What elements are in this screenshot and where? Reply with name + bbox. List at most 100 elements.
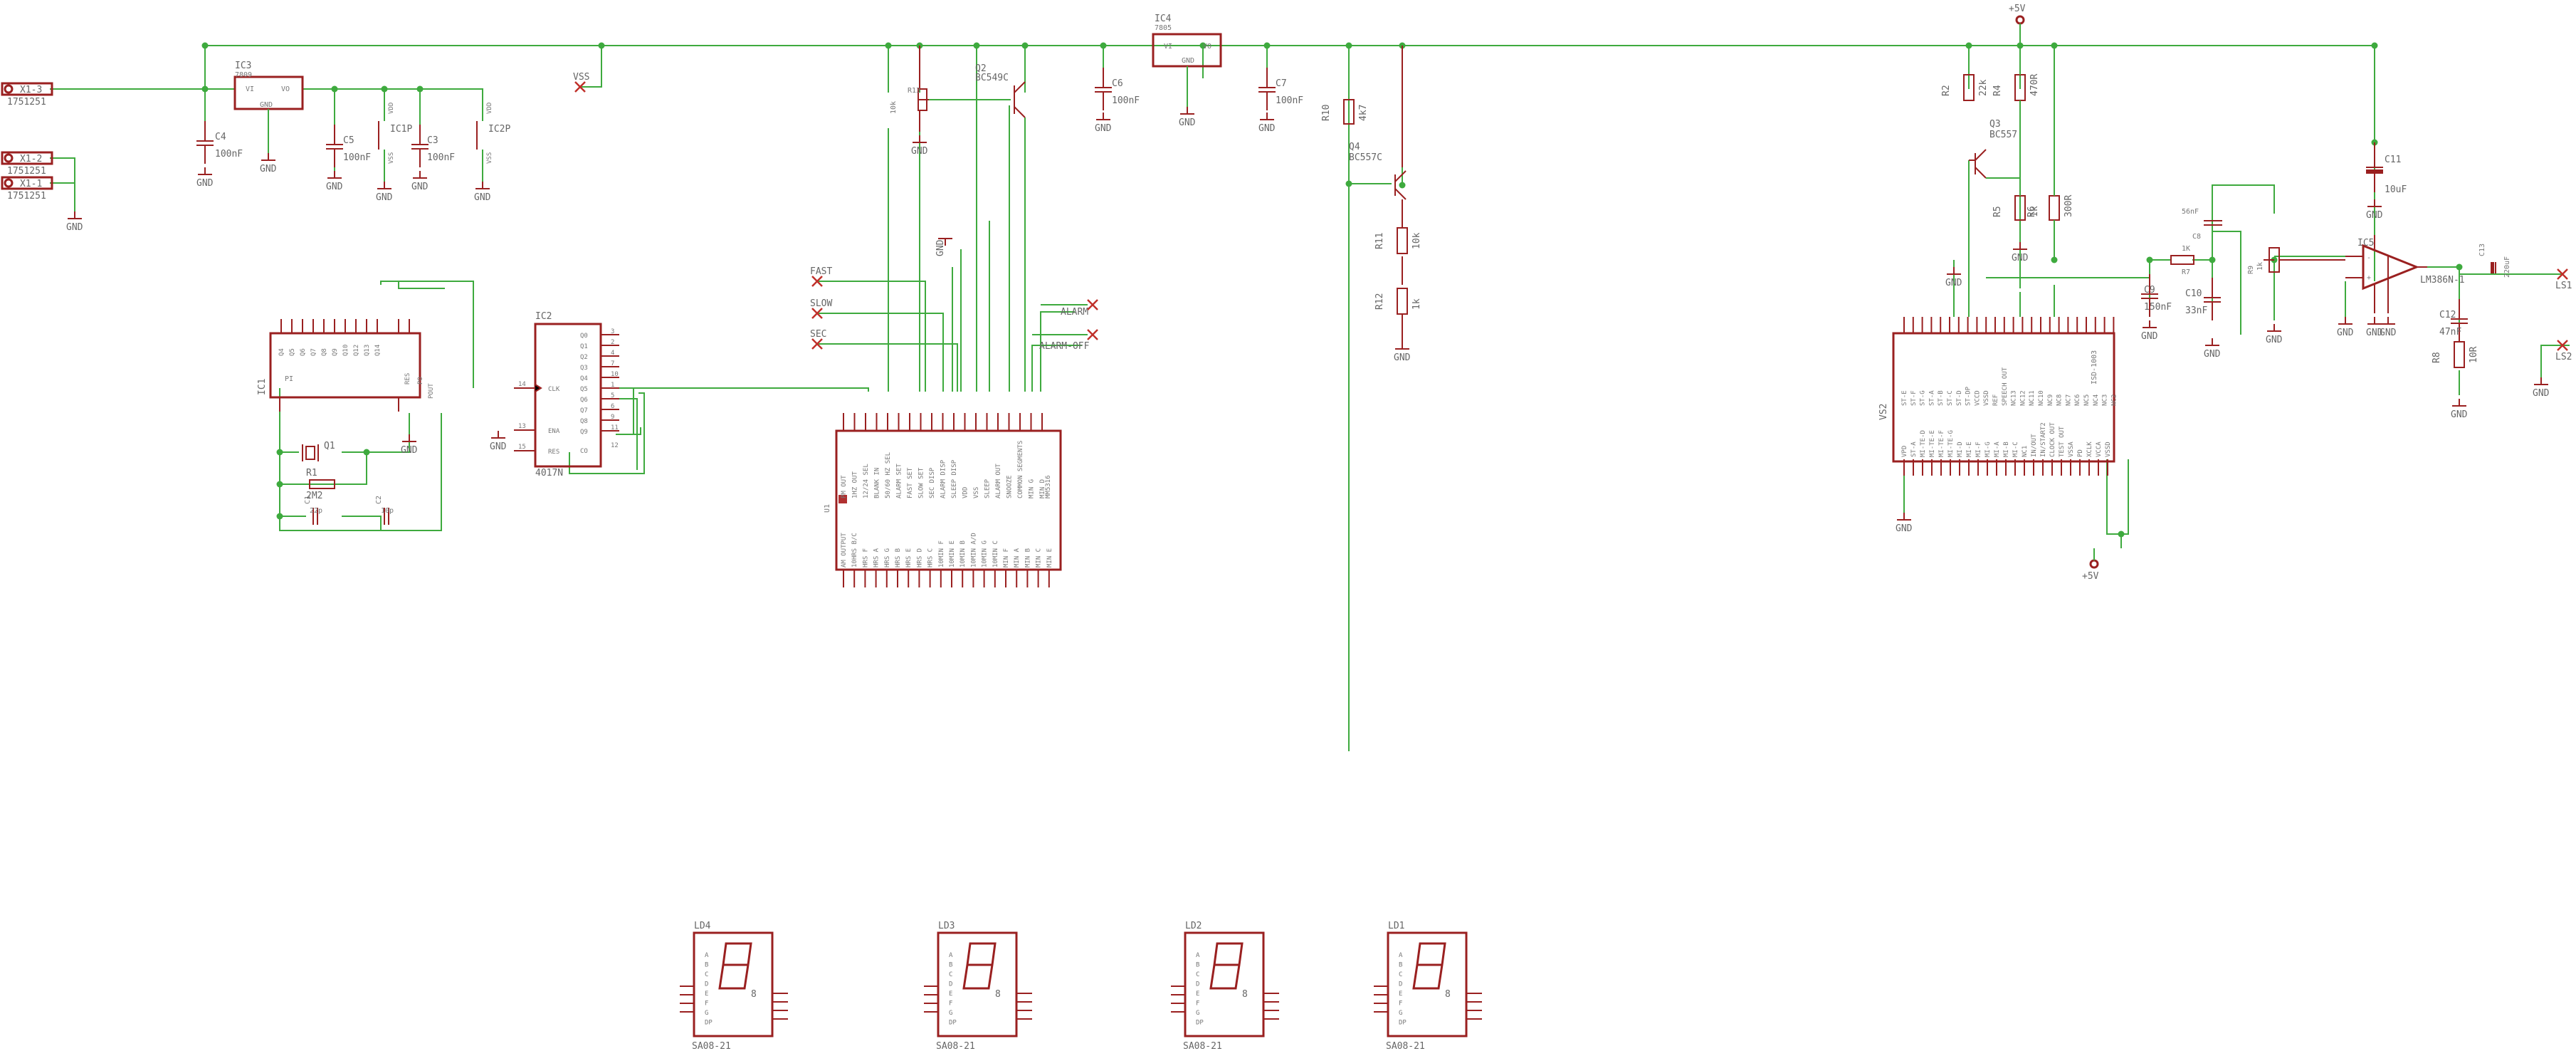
capacitor-value: 100nF xyxy=(215,149,243,160)
ground-symbol xyxy=(2452,399,2466,407)
ic-pin-label: Q1 xyxy=(580,343,588,350)
ic-pin-number: 11 xyxy=(611,424,619,432)
ic-VS2 xyxy=(1892,317,2115,476)
ic-pin-label: IN/OUT xyxy=(2031,434,2038,457)
ground-symbol-line xyxy=(2367,199,2382,207)
ic-pin-label: COMMON SEGMENTS xyxy=(1017,441,1024,498)
display-pin-label: G xyxy=(705,1010,708,1017)
ic-pin-label: REF xyxy=(1992,394,1999,406)
ic-pin-label: MI-C xyxy=(2012,441,2019,457)
ic-pin-label: NC7 xyxy=(2065,394,2072,406)
capacitor-C10 xyxy=(2204,278,2221,320)
ic-pin-label: CO xyxy=(580,448,588,455)
display-pin-label: DP xyxy=(949,1020,957,1027)
transistor-name: Q2 xyxy=(975,63,987,74)
ic-pin-label: Q5 xyxy=(289,348,296,356)
display-pin-label: A xyxy=(949,952,953,959)
capacitor-value: 220uF xyxy=(2503,256,2511,278)
display-pin-label: D xyxy=(705,981,708,988)
ic-name: IC1 xyxy=(257,379,268,395)
ic-pin-label: HRS B xyxy=(895,548,902,568)
seven-segment-icon xyxy=(1412,942,1446,990)
power-pin-name: IC2P xyxy=(488,124,510,135)
gnd-label: GND xyxy=(2380,328,2397,338)
ic-part: MM5316 xyxy=(1045,475,1052,498)
power-pin-vdd: VDD xyxy=(486,103,493,114)
capacitor-C9 xyxy=(2141,274,2158,317)
capacitor-name: C11 xyxy=(2385,155,2401,165)
resistor-value: 1K xyxy=(2182,245,2190,253)
ic-pin-label: MI-A xyxy=(1994,441,2001,457)
capacitor-C11 xyxy=(2366,142,2383,192)
display-name: LD2 xyxy=(1185,921,1202,931)
ground-symbol xyxy=(2381,317,2395,325)
no-connect-mark xyxy=(2557,340,2568,351)
signal-label: FAST xyxy=(810,266,832,277)
vcc-icon xyxy=(2015,15,2025,25)
gnd-label: GND xyxy=(1394,352,1411,363)
ic-pin-number: 3 xyxy=(611,328,614,335)
connector-part: 1751251 xyxy=(7,166,46,177)
seven-segment-icon xyxy=(1209,942,1244,990)
ground-symbol-line xyxy=(2013,242,2027,250)
ground-symbol xyxy=(2013,242,2027,250)
ic-pin-label: TEST OUT xyxy=(2059,426,2066,457)
capacitor-name: C13 xyxy=(2478,244,2486,256)
ic-pin-label: NC11 xyxy=(2029,390,2036,406)
display-dp-glyph: 8 xyxy=(1242,989,1248,1000)
display-pin-label: F xyxy=(1196,1000,1199,1008)
resistor-body xyxy=(2049,195,2060,221)
ic-pin-label: Q13 xyxy=(364,345,371,356)
resistor-name: R4 xyxy=(1992,85,2003,96)
display-part: SA08-21 xyxy=(1386,1041,1425,1052)
ground-symbol xyxy=(2205,338,2219,346)
vss-label: VSS xyxy=(573,72,589,83)
connector-pin-icon xyxy=(4,178,14,188)
ic-pin-number: 15 xyxy=(518,444,526,451)
capacitor-polarity xyxy=(2491,262,2494,273)
ground-symbol-line xyxy=(261,153,275,161)
ic-pin-label: Q8 xyxy=(580,418,588,425)
capacitor-C7 xyxy=(1258,68,1276,110)
ground-symbol-line xyxy=(1180,107,1194,115)
ic-pin-label: ST-F xyxy=(1910,390,1918,406)
ground-symbol-line xyxy=(413,171,427,179)
ic-pin-label: ST-DP xyxy=(1965,386,1972,406)
capacitor-name: C9 xyxy=(2144,285,2155,296)
resistor-value: 470R xyxy=(2029,74,2040,96)
amplifier-name: IC5 xyxy=(2357,238,2374,249)
transistor-Q2 xyxy=(918,46,1026,132)
junction-dot xyxy=(201,42,209,49)
connector-pin-icon xyxy=(4,153,14,163)
ic-part: 4017N xyxy=(535,468,563,479)
ic-pin-label: HRS G xyxy=(884,548,891,568)
ic-pin xyxy=(279,397,399,412)
power-pin-vdd: VDD xyxy=(388,103,395,114)
amplifier-body xyxy=(2362,244,2420,291)
ic-pin-label: VCCD xyxy=(1974,390,1981,406)
ic-IC1 xyxy=(269,319,421,412)
connector-body xyxy=(1,151,53,165)
ic-pin-label: Q14 xyxy=(374,345,382,356)
ic-pin-label: NC1 xyxy=(2022,446,2029,457)
display-pin-label: B xyxy=(1399,962,1402,969)
ground-symbol xyxy=(413,171,427,179)
ic-pin-label: VSSD xyxy=(2105,441,2112,457)
ic-body xyxy=(269,332,421,399)
capacitor-plates xyxy=(2204,278,2221,320)
capacitor-C5 xyxy=(326,125,343,167)
seven-segment-icon xyxy=(962,942,997,990)
ground-symbol-line xyxy=(2381,317,2395,325)
resistor-body xyxy=(2170,255,2194,265)
amplifier-part: LM386N-1 xyxy=(2420,275,2465,286)
ic-pin-label: MI-TE-F xyxy=(1938,430,1945,457)
ic-pin-label: MIN B xyxy=(1024,548,1031,568)
ic-pin-label: VPD xyxy=(1901,446,1908,457)
display-pin-label: B xyxy=(705,962,708,969)
ic-pin-label: Q12 xyxy=(353,345,360,356)
gnd-label: GND xyxy=(2204,349,2221,360)
resistor-name: R8 xyxy=(2432,352,2442,363)
ground-symbol-line xyxy=(68,211,82,219)
ic-pin-label: Q3 xyxy=(580,365,588,372)
